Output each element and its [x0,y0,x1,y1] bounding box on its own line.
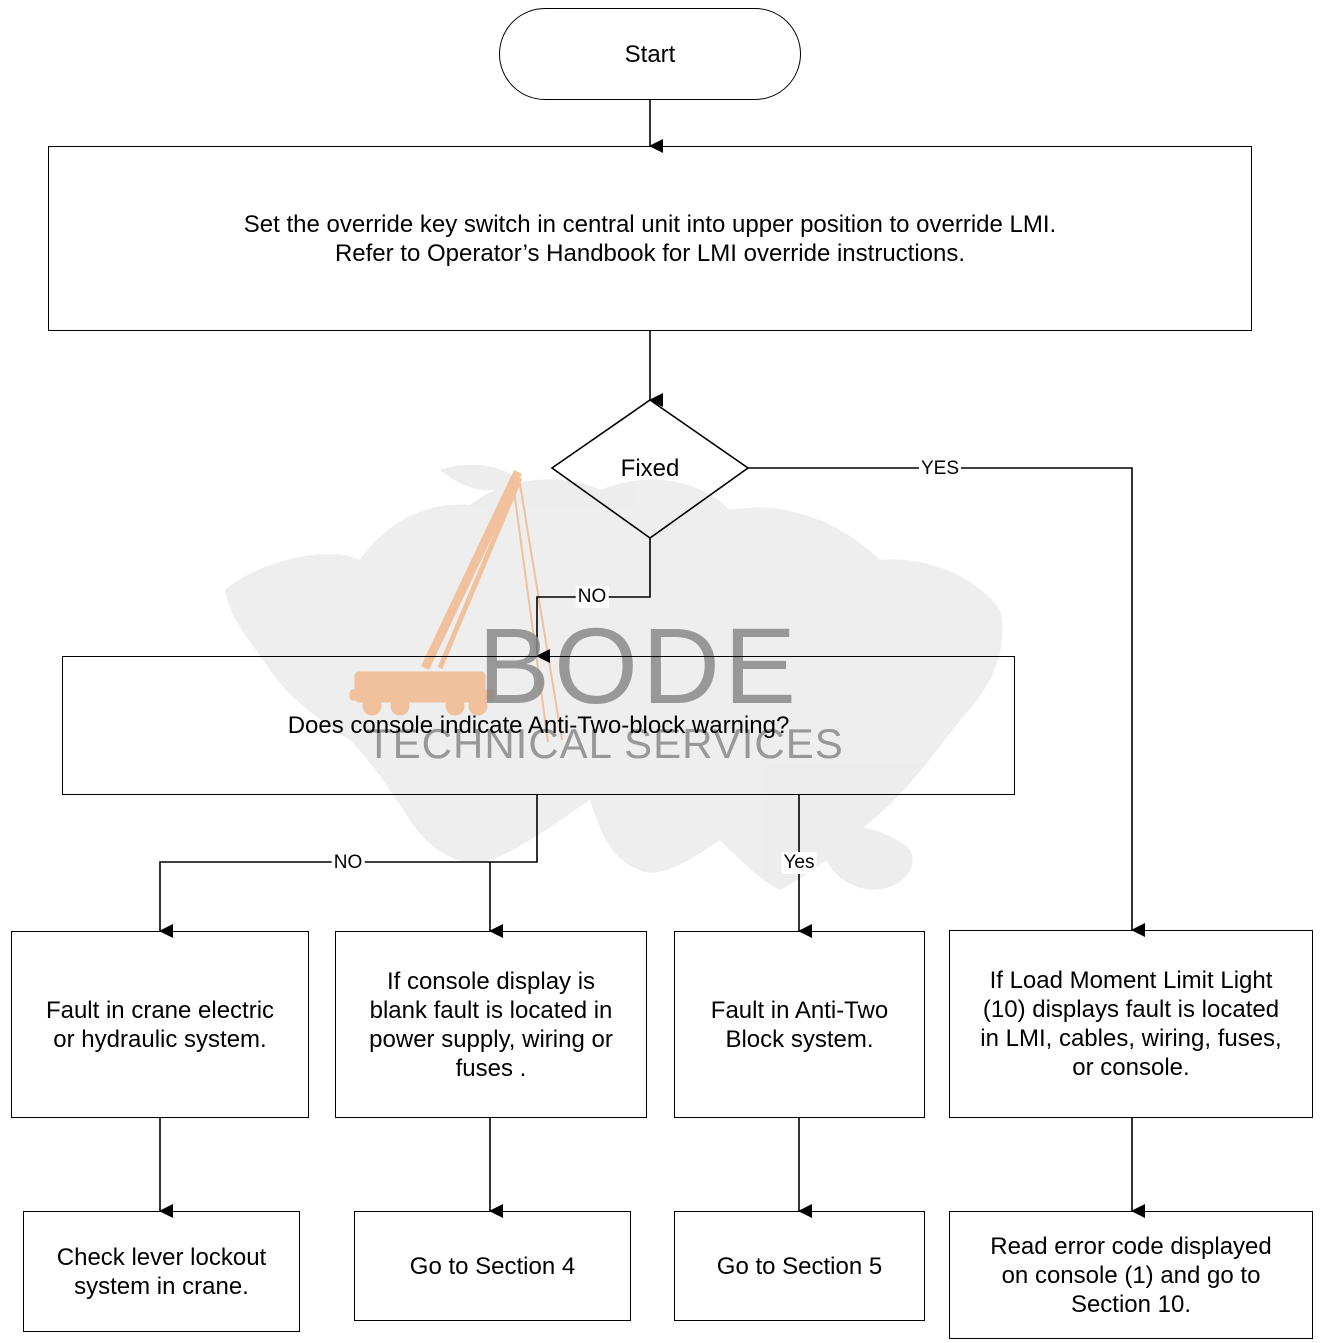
section5-text: Go to Section 5 [716,1252,883,1280]
console-blank-text: If console display is blank fault is loc… [369,967,613,1082]
edge-label-yes-upper: YES [918,458,962,480]
read-error-box: Read error code displayed on console (1)… [949,1211,1313,1339]
check-lever-box: Check lever lockout system in crane. [23,1211,300,1332]
fault-crane-box: Fault in crane electric or hydraulic sys… [11,931,309,1118]
lml-light-box: If Load Moment Limit Light (10) displays… [949,930,1313,1118]
read-error-text: Read error code displayed on console (1)… [990,1232,1272,1318]
section4-text: Go to Section 4 [409,1252,576,1280]
section4-box: Go to Section 4 [354,1211,631,1321]
check-lever-text: Check lever lockout system in crane. [56,1243,267,1300]
start-terminal: Start [499,8,801,100]
console-question-text: Does console indicate Anti-Two-block war… [287,712,790,739]
edge-label-no-upper: NO [575,586,609,608]
fault-crane-text: Fault in crane electric or hydraulic sys… [45,996,275,1053]
decision-label: Fixed [620,455,680,482]
watermark-brand: BODE [478,605,801,726]
override-step-box: Set the override key switch in central u… [48,146,1252,331]
fault-a2b-text: Fault in Anti-Two Block system. [710,996,889,1053]
console-blank-box: If console display is blank fault is loc… [335,931,647,1118]
edge-label-yes-lower: Yes [781,852,817,874]
start-label: Start [624,40,676,68]
fault-a2b-box: Fault in Anti-Two Block system. [674,931,925,1118]
world-map-watermark [225,464,1003,890]
arrow-decision-yes [748,467,1145,937]
console-question-box: Does console indicate Anti-Two-block war… [62,656,1015,795]
edge-label-no-lower: NO [331,852,365,874]
section5-box: Go to Section 5 [674,1211,925,1321]
watermark-subtitle: TECHNICAL SERVICES [366,720,844,767]
override-step-text: Set the override key switch in central u… [243,210,1057,267]
decision-diamond [550,399,750,539]
crane-watermark [349,470,563,743]
lml-light-text: If Load Moment Limit Light (10) displays… [980,967,1282,1081]
